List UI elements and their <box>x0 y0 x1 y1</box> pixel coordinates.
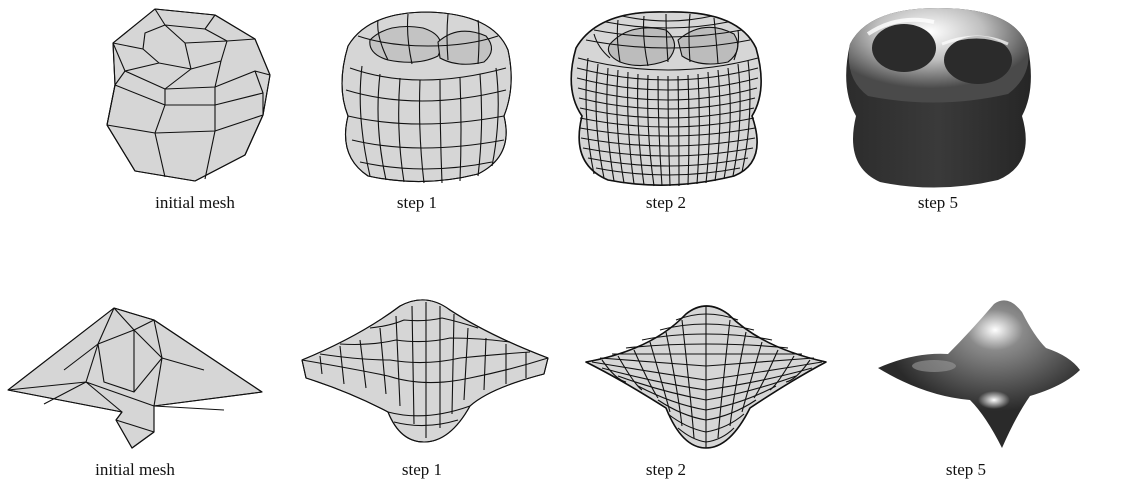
row1-step2-image <box>558 4 778 189</box>
row2-caption-initial: initial mesh <box>15 460 255 480</box>
row1-step5-image <box>838 4 1038 190</box>
row1-caption-step2: step 2 <box>546 193 786 213</box>
row1-initial-mesh-image <box>95 5 295 185</box>
row2-initial-mesh-image <box>4 300 266 450</box>
row1-caption-step1: step 1 <box>297 193 537 213</box>
row2-step2-image <box>582 300 832 450</box>
row2-step5-image <box>874 296 1084 452</box>
row1-step1-image <box>328 6 518 186</box>
row2-caption-step1: step 1 <box>302 460 542 480</box>
row2-caption-step5: step 5 <box>846 460 1086 480</box>
row2-step1-image <box>300 296 552 446</box>
row2-caption-step2: step 2 <box>546 460 786 480</box>
row1-caption-step5: step 5 <box>818 193 1058 213</box>
row1-caption-initial: initial mesh <box>75 193 315 213</box>
